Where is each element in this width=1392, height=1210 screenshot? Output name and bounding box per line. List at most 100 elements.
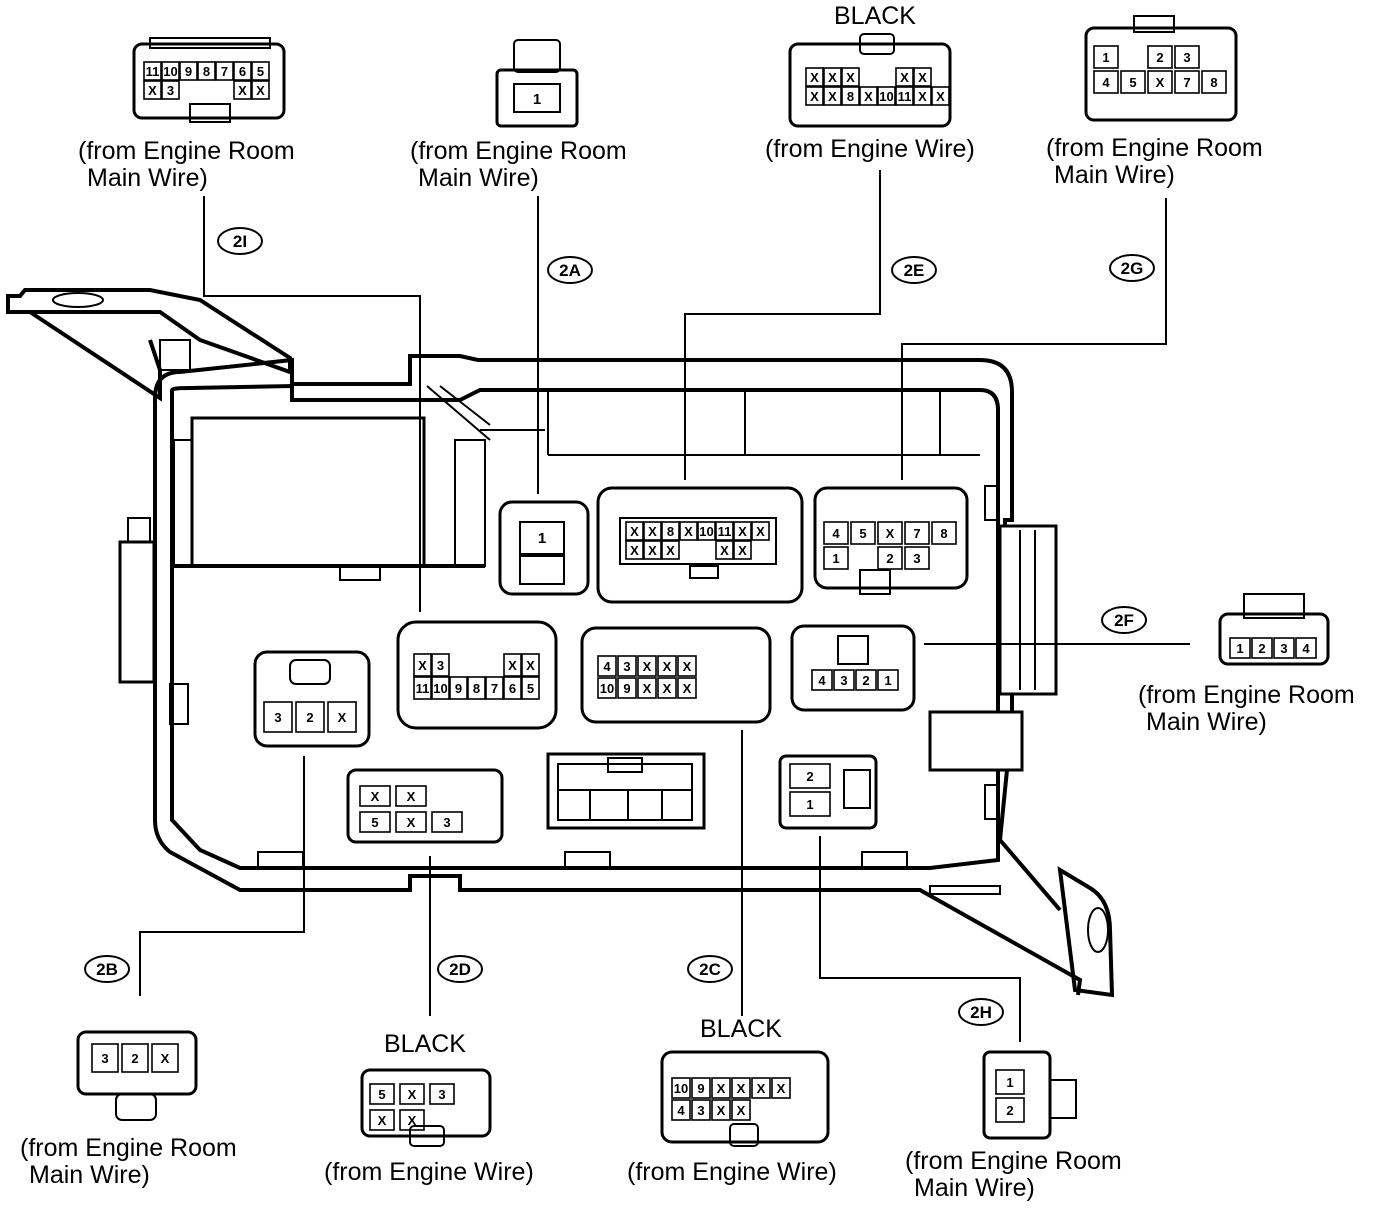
socket-2f-pin-cell [877,669,899,691]
socket-2h-pin-cell [789,791,831,817]
socket-2e-pin-cell [697,521,716,541]
socket-2f-pin-label: 2 [862,673,869,688]
socket-2c-pin-label: X [663,681,672,696]
connector-2c-pin-cell [691,1077,711,1099]
connector-2i-pin-cell [143,61,162,81]
connector-2f-pin-cell [1295,637,1317,659]
socket-2i-pin-cell [413,676,432,700]
connector-2c-pin-label: X [737,1081,746,1096]
connector-2f-pin-cell [1251,637,1273,659]
connector-2c-pin-label: 10 [674,1081,688,1096]
socket-2c-pin-label: 9 [623,681,630,696]
tag-2c: 2C [687,955,733,983]
connector-2e-pin-label: 10 [879,89,893,104]
socket-2g-pin-label: 1 [832,551,839,566]
connector-2e-pin-cell [913,67,932,87]
connector-2d-caption: (from Engine Wire) [324,1158,534,1186]
socket-2c-pin-label: 4 [603,659,611,674]
connector-2g-pin-label: 5 [1129,75,1136,90]
socket-2c-pin-cell [617,655,637,677]
tag-2g: 2G [1109,254,1155,282]
connector-2c-pin-label: 3 [697,1103,704,1118]
connector-2f-pin-cell [1229,637,1251,659]
connector-2e-pin-cell [823,86,842,106]
tag-2a: 2A [547,256,593,284]
socket-2f-pin-label: 1 [884,673,891,688]
connector-2a-pin: 1 [533,91,541,108]
connector-2g-pin-cell [1147,70,1173,94]
connector-2c-pin-cell [671,1077,691,1099]
connector-2e-pin-label: X [810,70,819,85]
connector-2g-pin-cell [1201,70,1227,94]
svg-text:2A: 2A [559,261,581,280]
socket-2h-pin-cell [789,763,831,789]
socket-2i-pin-cell [503,653,522,677]
connector-2h-pin-label: 2 [1006,1103,1013,1118]
connector-2c-pin-label: 4 [677,1103,685,1118]
socket-2c-pin-cell [617,677,637,699]
connector-2h-pin-cell [995,1097,1025,1123]
connector-2g-pin-cell [1093,70,1119,94]
socket-2c-pin-label: X [683,681,692,696]
connector-2i-pin-label: 3 [167,83,174,98]
socket-2h-pins: 21 [789,763,831,817]
socket-2d-pin-cell [395,811,427,833]
connector-2i-pin-label: 5 [257,64,264,79]
socket-2e-pin-cell [643,540,662,560]
connector-2h-caption-2: Main Wire) [914,1174,1035,1202]
socket-2e-pin-label: X [756,524,765,539]
connector-2i-pin-label: 10 [163,64,177,79]
connector-2e-pin-label: X [828,89,837,104]
socket-2f-pin-cell [833,669,855,691]
socket-2c-pin-cell [597,655,617,677]
socket-2i-pin-label: X [508,658,517,673]
connector-2b-caption-1: (from Engine Room [20,1134,237,1162]
connector-2e-pin-label: X [810,89,819,104]
connector-2e-caption: (from Engine Wire) [765,135,975,163]
connector-2e-pin-label: X [900,70,909,85]
socket-2e-pin-label: X [720,543,729,558]
socket-2d-pin-label: X [371,789,380,804]
connector-2c-pin-cell [771,1077,791,1099]
socket-2e-pin-label: 11 [718,524,732,539]
connector-2i-pin-cell [251,61,270,81]
socket-2e-pin-label: X [738,524,747,539]
socket-2c-pin-cell [597,677,617,699]
connector-2e-pin-label: X [936,89,945,104]
socket-2i-pin-label: X [418,658,427,673]
connector-2d-pin-cell [399,1083,425,1105]
socket-2i-pin-label: 5 [527,681,534,696]
socket-2c-pin-label: 3 [623,659,630,674]
connector-2e-pin-label: 8 [847,89,854,104]
socket-2d-pin-label: X [407,789,416,804]
socket-2h-pin-label: 1 [806,797,813,812]
junction-block-body [6,288,1115,998]
connector-2c-pin-label: X [777,1081,786,1096]
connector-2g-pin-label: 1 [1102,50,1109,65]
socket-2f-pin-label: 4 [818,673,826,688]
connector-2b-pin-label: 3 [101,1051,108,1066]
socket-2e-pin-cell [661,521,680,541]
socket-2g-pin-cell [904,546,930,570]
tag-2i: 2I [217,227,263,255]
connector-2c-pin-label: X [737,1103,746,1118]
connector-2c-pin-label: 9 [697,1081,704,1096]
socket-2i-pin-cell [449,676,468,700]
connector-2i-pin-cell [143,80,162,100]
connector-2f-pin-cell [1273,637,1295,659]
socket-2f-pin-cell [855,669,877,691]
